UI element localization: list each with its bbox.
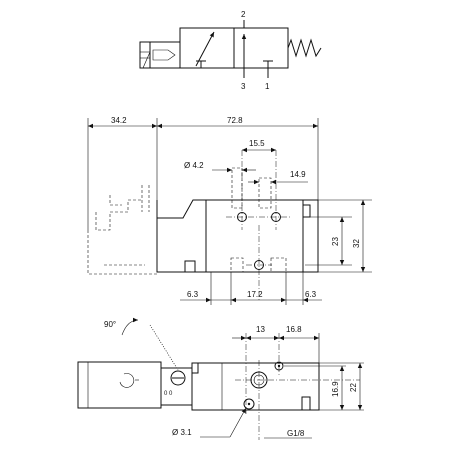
return-spring-icon (287, 38, 322, 58)
connector-plug (77, 361, 162, 409)
dim-height-inner-text: 23 (331, 237, 340, 246)
dim-thread-text: G1/8 (287, 429, 305, 438)
side-view: 0 0 90° 13 16.8 16.9 22 Ø 3 (77, 317, 364, 440)
dim-height-total-text: 32 (352, 239, 361, 248)
valve-position-left (179, 27, 235, 69)
valve-symbol: 2 3 1 (139, 10, 322, 91)
dim-coil-text: 34.2 (111, 116, 127, 125)
dim-offset-text: 14.9 (290, 170, 306, 179)
side-view-body (191, 362, 320, 411)
rotation-arrow-icon (121, 317, 139, 336)
mount-hole (243, 398, 255, 410)
dim-16-8-text: 16.8 (286, 325, 302, 334)
port-3-label: 3 (241, 82, 246, 91)
dim-left-text: 6.3 (187, 290, 199, 299)
port-2-label: 2 (241, 10, 246, 19)
dim-mount-hole-text: Ø 3.1 (172, 428, 192, 437)
valve-position-right (233, 27, 289, 69)
port-1-label: 1 (265, 82, 270, 91)
dim-port-spacing-text: 15.5 (249, 139, 265, 148)
dim-22-text: 22 (349, 383, 358, 392)
dim-length-text: 72.8 (227, 116, 243, 125)
top-view-body (156, 199, 319, 273)
manual-override-icon (170, 370, 186, 386)
top-view: 34.2 72.8 15.5 Ø 4.2 14.9 23 32 6.3 17 (87, 116, 372, 305)
rotation-label: 90° (104, 320, 116, 329)
dim-center-text: 17.2 (247, 290, 263, 299)
pilot-triangle (152, 49, 176, 61)
dim-hole-dia-text: Ø 4.2 (184, 161, 204, 170)
dim-13-text: 13 (256, 325, 265, 334)
svg-text:0 0: 0 0 (164, 391, 173, 397)
dim-right-text: 6.3 (305, 290, 317, 299)
dim-16-9-text: 16.9 (331, 381, 340, 397)
